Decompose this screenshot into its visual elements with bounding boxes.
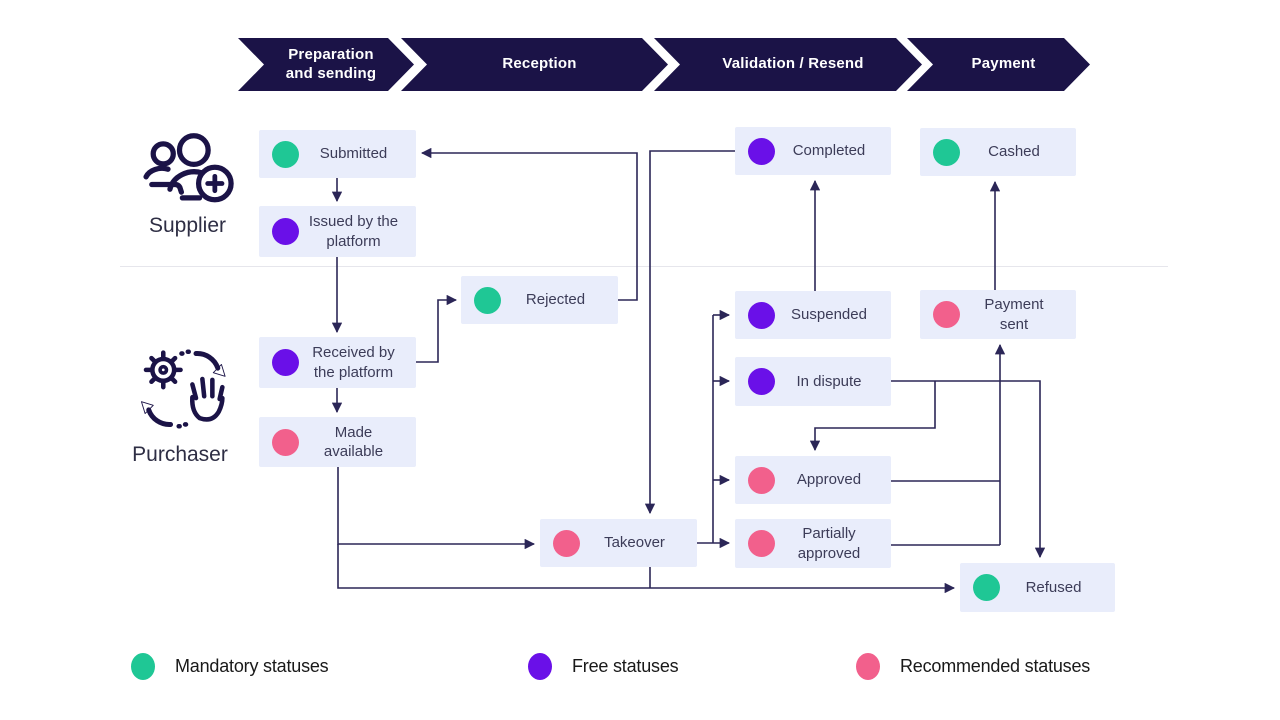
status-label-partially-approved: Partially approved [797, 525, 861, 562]
supplier-icon [143, 133, 234, 203]
legend-item-recommended: Recommended statuses [856, 653, 1090, 680]
status-box-issued: Issued by the platform [259, 206, 416, 257]
status-label-refused: Refused [1025, 578, 1082, 596]
status-dot-payment-sent [933, 301, 960, 328]
status-dot-completed [748, 137, 775, 165]
status-label-issued: Issued by the platform [308, 213, 399, 250]
status-label-in-dispute: In dispute [796, 372, 862, 390]
status-dot-rejected [474, 286, 501, 314]
lane-label-supplier: Supplier [148, 214, 227, 237]
status-dot-takeover [553, 529, 580, 557]
status-label-received: Received by the platform [312, 344, 395, 381]
legend-label-free: Free statuses [572, 656, 679, 676]
status-label-approved: Approved [796, 471, 862, 489]
status-box-cashed: Cashed [920, 128, 1076, 176]
status-dot-approved [748, 466, 775, 494]
phase-chevron-preparation: Preparation and sending [238, 38, 414, 91]
status-dot-made-available [272, 428, 299, 456]
legend-dot-recommended [856, 653, 880, 680]
flow-received-rejected [416, 294, 458, 363]
status-label-completed: Completed [792, 142, 866, 160]
phase-chevron-payment: Payment [907, 38, 1090, 91]
legend-item-free: Free statuses [528, 653, 679, 680]
legend-dot-mandatory [131, 653, 155, 680]
status-dot-partially-approved [748, 530, 775, 557]
status-dot-in-dispute [748, 368, 775, 395]
legend-label-mandatory: Mandatory statuses [175, 656, 329, 676]
status-label-payment-sent: Payment sent [984, 296, 1044, 333]
flow-made-available-takeover [337, 467, 536, 550]
status-box-received: Received by the platform [259, 337, 416, 388]
legend-item-mandatory: Mandatory statuses [131, 653, 329, 680]
status-dot-suspended [748, 301, 775, 329]
status-box-approved: Approved [735, 456, 891, 504]
status-box-suspended: Suspended [735, 291, 891, 339]
status-box-rejected: Rejected [461, 276, 618, 324]
lane-divider [120, 266, 1168, 267]
status-dot-refused [973, 574, 1000, 601]
phase-chevron-validation: Validation / Resend [654, 38, 922, 91]
flow-completed-takeover [644, 150, 735, 515]
purchaser-icon [141, 349, 226, 429]
legend-dot-free [528, 653, 552, 680]
status-dot-received [272, 349, 299, 376]
status-label-suspended: Suspended [791, 306, 867, 324]
status-box-completed: Completed [735, 127, 891, 175]
phase-chevron-reception: Reception [401, 38, 668, 91]
lane-label-purchaser: Purchaser [132, 443, 228, 466]
status-box-partially-approved: Partially approved [735, 519, 891, 568]
status-label-made-available: Made available [323, 423, 384, 461]
status-box-submitted: Submitted [259, 130, 416, 178]
legend-label-recommended: Recommended statuses [900, 656, 1091, 676]
status-label-submitted: Submitted [319, 145, 388, 163]
status-dot-issued [272, 218, 299, 245]
status-box-payment-sent: Payment sent [920, 290, 1076, 339]
status-box-in-dispute: In dispute [735, 357, 891, 406]
status-box-takeover: Takeover [540, 519, 697, 567]
status-label-takeover: Takeover [604, 534, 665, 552]
status-box-refused: Refused [960, 563, 1115, 612]
status-label-cashed: Cashed [988, 143, 1040, 161]
status-label-rejected: Rejected [525, 291, 586, 309]
status-dot-cashed [933, 138, 960, 166]
flow-in-dispute-refused [891, 380, 1046, 559]
status-box-made-available: Made available [259, 417, 416, 467]
status-dot-submitted [272, 140, 299, 168]
